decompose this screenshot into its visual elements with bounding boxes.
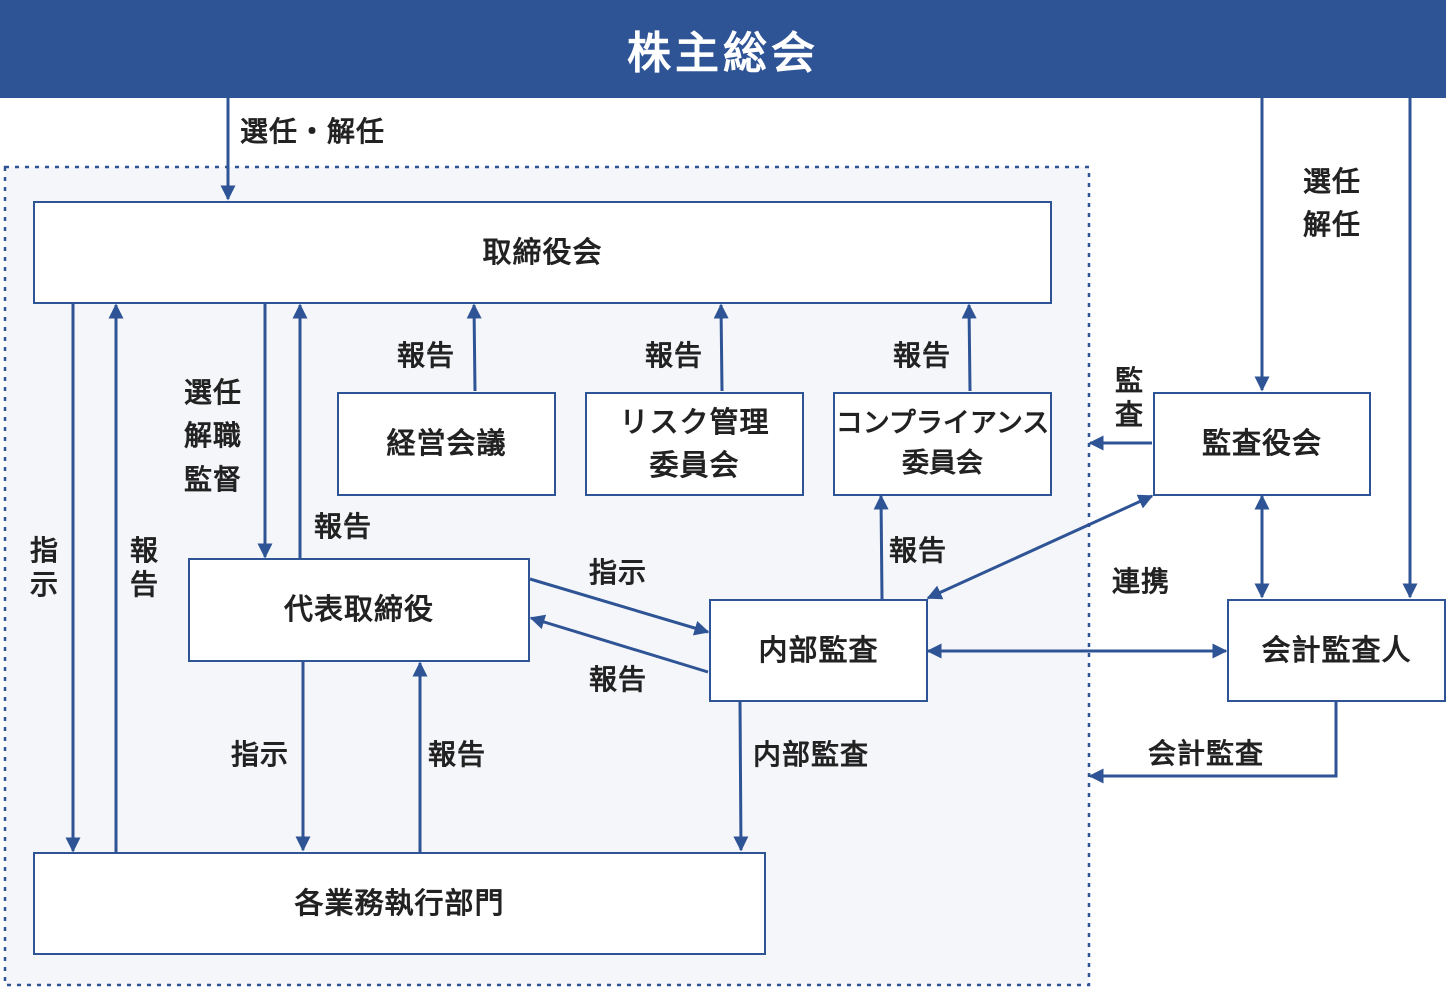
label-rep-instruct-audit: 指示 <box>589 556 648 589</box>
compliance-committee-label: コンプライアンス 委員会 <box>835 407 1050 480</box>
board-of-directors-box: 取締役会 <box>33 201 1052 304</box>
arrow-accounting-audit <box>1088 701 1338 784</box>
board-of-directors-label: 取締役会 <box>482 234 603 269</box>
label-management-report: 報告 <box>397 339 456 372</box>
label-board-instruct-divisions: 指示 <box>29 534 58 601</box>
arrow-management-report <box>466 303 482 392</box>
label-audit-board-audit: 監査 <box>1114 364 1143 431</box>
label-appoint-dismiss-board: 選任・解任 <box>240 115 386 148</box>
label-rep-instruct-divisions: 指示 <box>231 738 290 771</box>
audit-board-label: 監査役会 <box>1201 426 1322 461</box>
business-divisions-box: 各業務執行部門 <box>33 852 766 955</box>
arrow-rep-instruct-audit <box>529 577 710 636</box>
shareholders-meeting-title: 株主総会 <box>627 28 819 79</box>
label-divisions-report-rep: 報告 <box>428 738 487 771</box>
internal-audit-label: 内部監査 <box>758 632 879 667</box>
label-collaboration: 連携 <box>1112 565 1171 598</box>
label-audit-report-compliance: 報告 <box>889 534 948 567</box>
arrow-audit-report-rep <box>529 614 709 674</box>
arrow-audit-report-compliance <box>873 494 889 600</box>
business-divisions-label: 各業務執行部門 <box>294 885 505 920</box>
risk-committee-label: リスク管理 委員会 <box>619 404 770 483</box>
label-compliance-report: 報告 <box>893 339 952 372</box>
internal-audit-box: 内部監査 <box>709 599 928 702</box>
management-meeting-label: 経営会議 <box>386 426 507 461</box>
label-representative-report-board: 報告 <box>314 510 373 543</box>
accounting-auditor-box: 会計監査人 <box>1227 599 1446 702</box>
representative-director-label: 代表取締役 <box>283 592 434 627</box>
shareholders-meeting-banner: 株主総会 <box>0 0 1446 98</box>
representative-director-box: 代表取締役 <box>188 558 530 662</box>
arrow-audit-board-internal-audit <box>926 494 1154 600</box>
label-board-to-representative: 選任 解職 監督 <box>184 376 243 496</box>
label-divisions-report-board: 報告 <box>129 534 158 601</box>
label-appoint-dismiss-auditors: 選任 解任 <box>1303 165 1362 242</box>
audit-board-box: 監査役会 <box>1153 392 1371 496</box>
arrow-compliance-report <box>961 303 977 392</box>
management-meeting-box: 経営会議 <box>337 392 556 496</box>
arrow-risk-report <box>713 303 729 392</box>
label-internal-audit-divisions: 内部監査 <box>753 738 870 771</box>
label-audit-report-rep: 報告 <box>589 663 648 696</box>
label-accounting-audit: 会計監査 <box>1148 737 1265 770</box>
risk-committee-box: リスク管理 委員会 <box>585 392 804 496</box>
arrow-internal-audit-divisions <box>733 700 749 852</box>
label-risk-report: 報告 <box>645 339 704 372</box>
compliance-committee-box: コンプライアンス 委員会 <box>833 392 1052 496</box>
accounting-auditor-label: 会計監査人 <box>1261 632 1412 667</box>
